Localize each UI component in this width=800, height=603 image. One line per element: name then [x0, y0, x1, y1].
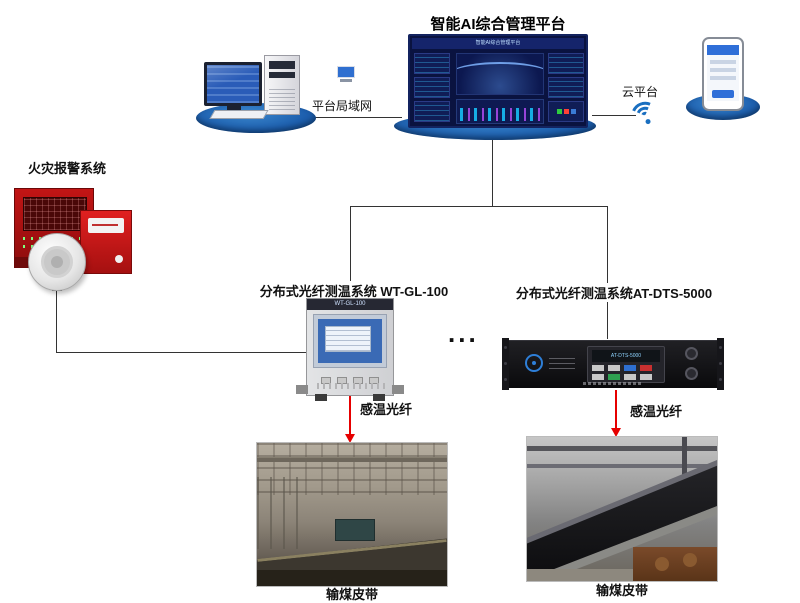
device1-bezel [313, 314, 387, 368]
phone-screen [707, 45, 739, 101]
device1-vents [317, 383, 385, 389]
belt-label-right: 输煤皮带 [595, 583, 648, 598]
fiber-label-left: 感温光纤 [357, 399, 416, 418]
fiber-arrowhead-left [345, 434, 355, 443]
photo-floor [257, 570, 447, 586]
pc-monitor-icon [204, 62, 262, 106]
network-device-icon [337, 66, 355, 83]
photo-machine [335, 519, 375, 541]
photo-windows [257, 477, 301, 549]
device2-rack-ear-left [502, 338, 509, 390]
phone-content-row [710, 60, 736, 64]
device2-screen: AT-DTS-5000 [592, 350, 660, 362]
device-wt-gl-100: WT-GL-100 [296, 298, 404, 401]
dashboard-tunnel-view [456, 53, 544, 95]
device2-button-row [592, 374, 662, 380]
phone-button-bar [712, 90, 734, 98]
tower-vents [269, 86, 295, 110]
photo-roller [683, 553, 697, 567]
device2-front-panel: AT-DTS-5000 [509, 340, 717, 388]
dashboard-chart-bars [460, 108, 540, 121]
device2-rack-ear-right [717, 338, 724, 390]
connector-device1-to-fire-vertical [56, 291, 57, 352]
photo-rusty-structure [633, 547, 717, 581]
conveyor-photo-right [527, 437, 717, 581]
connector-branch-left [350, 206, 351, 299]
tower-drive-bay [269, 61, 295, 69]
phone-content-row [710, 76, 736, 80]
dashboard-panel [548, 53, 584, 74]
connector-platform-to-cloud [592, 115, 636, 116]
device1-bracket-right [392, 385, 404, 394]
ellipsis-separator: ... [448, 318, 479, 348]
connector-pc-to-platform [314, 117, 402, 118]
dashboard-panel [414, 77, 450, 98]
connector-branch-right [607, 206, 608, 339]
fiber-arrow-left-line [349, 396, 351, 434]
connector-branch-horizontal [350, 206, 608, 207]
device2-display-cluster: AT-DTS-5000 [587, 346, 665, 383]
fiber-label-right: 感温光纤 [627, 401, 686, 420]
tower-drive-bay [269, 72, 295, 78]
pc-monitor-stand [227, 105, 241, 110]
dashboard-panel [414, 53, 450, 74]
connector-platform-down [492, 138, 493, 206]
conveyor-photo-left [257, 443, 447, 586]
photo-beam [527, 446, 717, 451]
fire-panel-button [115, 255, 123, 263]
device2-company-text [583, 382, 643, 385]
fire-panel-window [88, 218, 124, 233]
smoke-detector-core [51, 256, 63, 268]
device1-screen [318, 319, 382, 363]
photo-ground [527, 569, 633, 581]
fire-alarm-panel-small [80, 210, 132, 274]
dashboard-panel [548, 77, 584, 98]
device1-label: 分布式光纤测温系统 WT-GL-100 [240, 281, 468, 300]
connector-device1-to-fire-horizontal [56, 352, 306, 353]
photo-post [682, 437, 687, 509]
network-device-screen [337, 66, 355, 78]
network-device-base [340, 79, 352, 82]
device-at-dts-5000: AT-DTS-5000 [502, 338, 724, 390]
device1-foot [315, 394, 327, 401]
phone-header-bar [707, 45, 739, 55]
device2-button-row [592, 365, 662, 371]
wifi-icon [625, 94, 669, 136]
dashboard-bridge-arc [457, 62, 543, 88]
belt-label-left: 输煤皮带 [325, 587, 378, 602]
device1-screen-window [325, 326, 371, 352]
device2-logo-text [549, 357, 575, 369]
fire-alarm-label: 火灾报警系统 [28, 161, 107, 176]
smoke-detector-icon [28, 233, 86, 291]
status-dot-blue [570, 109, 576, 114]
device2-label: 分布式光纤测温系统AT-DTS-5000 [492, 283, 736, 302]
pc-keyboard-icon [209, 110, 269, 119]
pc-tower-icon [264, 55, 300, 115]
device2-logo-icon [525, 354, 543, 372]
lan-label: 平台局域网 [312, 99, 373, 113]
status-dot-green [556, 109, 562, 114]
platform-title: 智能AI综合管理平台 [430, 16, 566, 33]
fiber-arrowhead-right [611, 428, 621, 437]
device1-bracket-left [296, 385, 308, 394]
dashboard-status-panel [548, 101, 584, 122]
dashboard-header: 智能AI综合管理平台 [412, 38, 584, 49]
cloud-label: 云平台 [622, 85, 659, 99]
fire-panel-display [23, 197, 87, 231]
device2-fiber-connector [685, 347, 698, 360]
status-dot-red [563, 109, 569, 114]
dashboard-chart-panel [456, 99, 544, 124]
device2-fiber-connector [685, 367, 698, 380]
photo-beam [527, 464, 717, 468]
ai-dashboard-screen: 智能AI综合管理平台 [408, 34, 588, 128]
fiber-arrow-right-line [615, 390, 617, 428]
photo-ceiling-pipe [257, 457, 447, 462]
device1-foot [373, 394, 385, 401]
phone-content-row [710, 68, 736, 72]
dashboard-panel [414, 101, 450, 122]
photo-roller [655, 557, 669, 571]
phone-icon [702, 37, 744, 111]
device1-nameplate: WT-GL-100 [307, 299, 393, 310]
